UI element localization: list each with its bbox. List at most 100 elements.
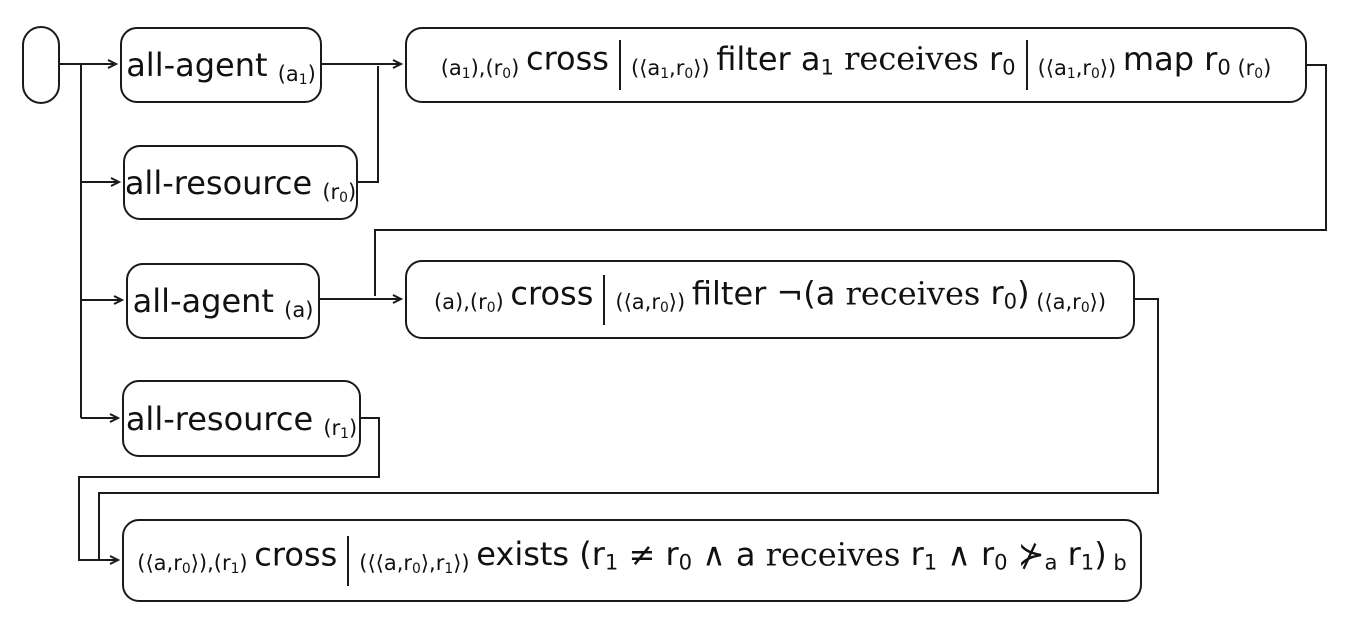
- separator-bar: [347, 535, 350, 586]
- node-cross-filter-map: (a1),(r0) cross(⟨a1,r0⟩) filter a1 recei…: [405, 27, 1307, 103]
- text-segment: ): [307, 62, 316, 86]
- node-cross-exists: (⟨a,r0⟩),(r1) cross(⟨⟨a,r0⟩,r1⟩) exists …: [122, 519, 1142, 602]
- text-segment: all-agent: [126, 46, 278, 84]
- text-segment: (⟨⟨a,r0: [359, 551, 421, 578]
- text-segment: ⟩): [693, 55, 717, 80]
- text-segment: ⟩): [668, 290, 692, 314]
- subscript: 1: [1080, 549, 1095, 575]
- text-segment: (⟨a1: [630, 55, 670, 82]
- subscript: 1: [461, 65, 471, 82]
- text-segment: ): [495, 290, 511, 314]
- text-segment: (r1: [323, 415, 349, 442]
- text-segment: ): [347, 179, 357, 204]
- subscript: 1: [820, 54, 834, 80]
- text-segment: ⟩): [453, 551, 477, 575]
- text-segment: all-resource: [124, 163, 323, 202]
- text-segment: r1: [1057, 535, 1095, 575]
- subscript: 0: [181, 561, 191, 578]
- text-segment: filter ¬(a: [691, 274, 836, 312]
- node-all-agent-a1-text: all-agent (a1): [126, 46, 316, 87]
- text-segment: ∧: [692, 535, 736, 573]
- text-segment: ): [1017, 274, 1030, 312]
- text-segment: exists (r1: [476, 535, 619, 575]
- subscript: 1: [604, 549, 619, 575]
- subscript: 0: [994, 549, 1008, 575]
- subscript: 0: [1003, 288, 1018, 314]
- subscript: 0: [678, 549, 693, 575]
- text-segment: ): [239, 551, 255, 575]
- text-segment: r0: [980, 535, 1008, 575]
- text-segment: ⟩,r1: [420, 551, 454, 578]
- text-segment: ∧: [937, 535, 981, 573]
- text-segment: ): [348, 415, 358, 440]
- node-all-resource-r0-text: all-resource (r0): [124, 163, 356, 205]
- separator-bar: [1025, 40, 1028, 90]
- text-segment: receives: [755, 535, 911, 573]
- text-segment: all-agent: [132, 282, 285, 320]
- node-all-resource-r1-text: all-resource (r1): [125, 399, 357, 441]
- start-node: [22, 26, 60, 104]
- subscript: 1: [923, 549, 938, 575]
- node-all-agent-a1: all-agent (a1): [120, 27, 322, 103]
- text-segment: r1: [910, 535, 938, 575]
- separator-bar: [603, 274, 606, 325]
- text-segment: ,r0: [669, 55, 694, 82]
- wire-top-out-to-mid: [374, 64, 1327, 296]
- subscript: 0: [339, 189, 348, 206]
- text-segment: all-resource: [125, 399, 324, 438]
- subscript: 0: [1217, 54, 1231, 80]
- subscript: 1: [340, 425, 349, 442]
- text-segment: (a),(r0: [433, 290, 496, 317]
- wire-r0-join-top: [358, 66, 379, 183]
- subscript: 0: [502, 65, 512, 82]
- node-cross-filter-not-text: (a),(r0) cross(⟨a,r0⟩) filter ¬(a receiv…: [433, 274, 1107, 325]
- text-segment: (a1: [277, 62, 308, 89]
- text-segment: receives: [833, 39, 990, 78]
- text-segment: r0: [990, 274, 1018, 314]
- subscript: 0: [1254, 65, 1264, 82]
- subscript: 1: [660, 65, 670, 82]
- text-segment: ),(r0: [470, 55, 512, 82]
- text-segment: ⟩): [1099, 55, 1123, 80]
- text-segment: receives: [835, 274, 991, 312]
- text-segment: cross: [510, 274, 594, 312]
- node-all-agent-a-text: all-agent (a): [132, 282, 314, 321]
- subscript: 0: [1080, 300, 1090, 317]
- text-segment: ⟩),(r1: [190, 551, 240, 578]
- text-segment: map r0: [1122, 39, 1231, 80]
- subscript: 1: [444, 561, 454, 578]
- subscript: 1: [298, 72, 308, 89]
- text-segment: r0: [665, 535, 693, 575]
- subscript: 1: [230, 561, 240, 578]
- text-segment: (r0: [322, 179, 348, 206]
- text-segment: ,r0: [1075, 55, 1100, 82]
- wire-r1-out-to-bottom: [78, 417, 380, 561]
- text-segment: b: [1106, 551, 1127, 575]
- text-segment: r0: [989, 39, 1016, 80]
- node-cross-exists-text: (⟨a,r0⟩),(r1) cross(⟨⟨a,r0⟩,r1⟩) exists …: [137, 535, 1127, 586]
- text-segment: ⊁a: [1007, 535, 1058, 575]
- separator-bar: [618, 40, 621, 90]
- text-segment: ≠: [618, 535, 666, 573]
- subscript: a: [1044, 549, 1058, 575]
- text-segment: a: [735, 535, 756, 573]
- text-segment: ⟩): [1089, 290, 1107, 314]
- node-all-resource-r0: all-resource (r0): [123, 145, 358, 220]
- text-segment: (⟨a,r0: [615, 290, 669, 317]
- subscript: 0: [659, 300, 669, 317]
- text-segment: ): [511, 55, 526, 80]
- text-segment: (a): [284, 298, 314, 322]
- text-segment: ): [1094, 535, 1107, 573]
- node-all-agent-a: all-agent (a): [126, 263, 320, 339]
- node-all-resource-r1: all-resource (r1): [122, 380, 361, 457]
- text-segment: ): [1263, 55, 1272, 80]
- text-segment: filter a1: [716, 39, 834, 80]
- subscript: 0: [684, 65, 694, 82]
- subscript: 0: [412, 561, 421, 578]
- text-segment: (a1: [440, 55, 471, 82]
- text-segment: cross: [254, 535, 338, 573]
- node-cross-filter-map-text: (a1),(r0) cross(⟨a1,r0⟩) filter a1 recei…: [440, 39, 1272, 90]
- subscript: 1: [1066, 65, 1076, 82]
